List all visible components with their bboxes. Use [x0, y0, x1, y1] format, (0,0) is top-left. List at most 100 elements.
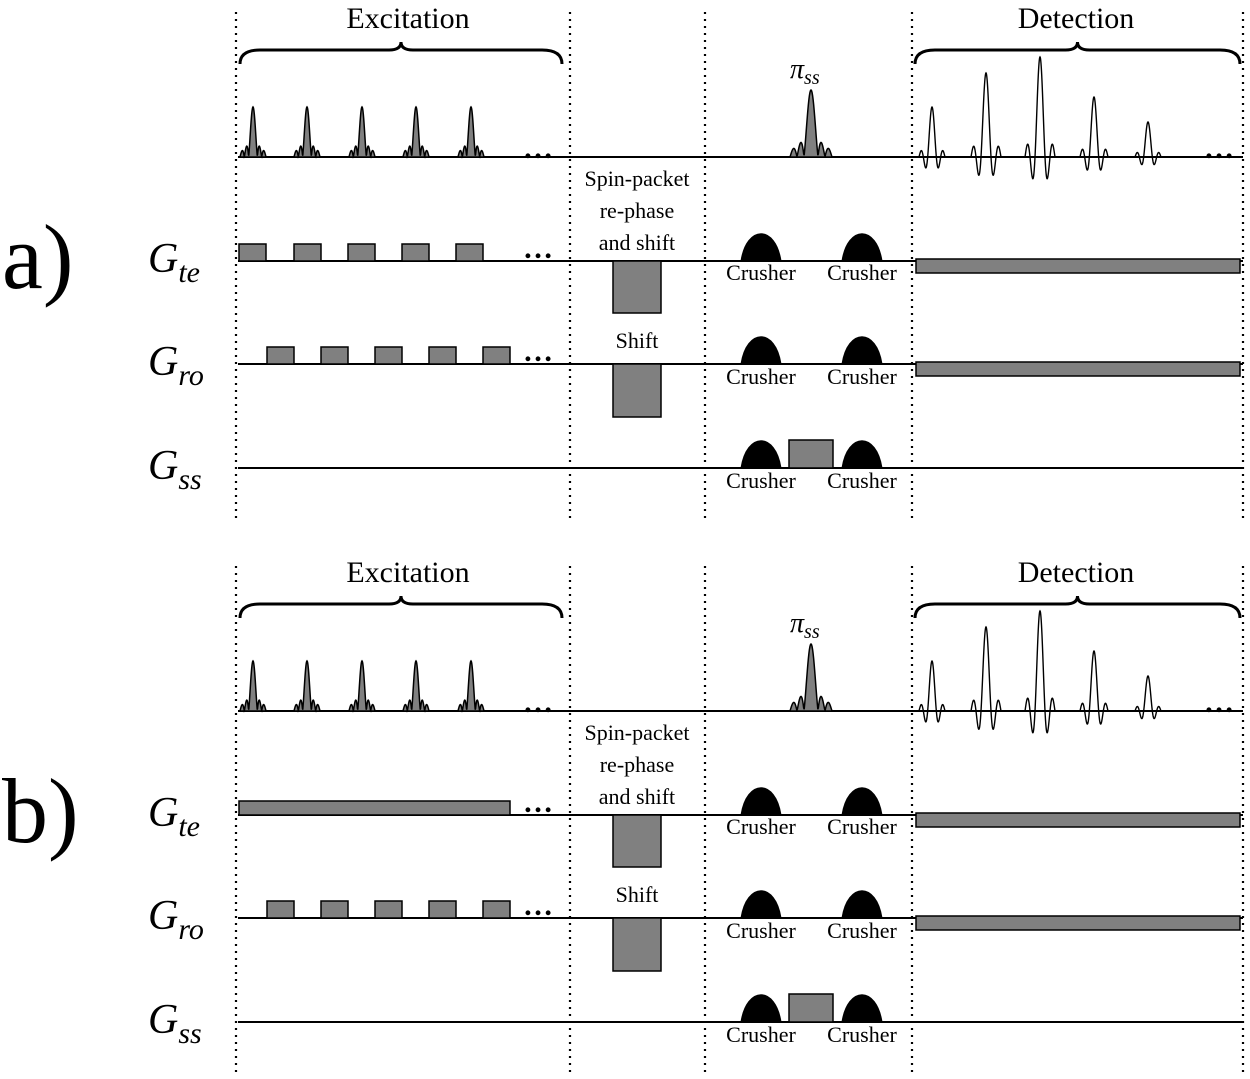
ellipsis: … — [523, 686, 553, 719]
gradient-blip — [238, 243, 267, 262]
spin-packet-line-1: Spin-packet — [584, 720, 689, 745]
gradient-blip — [320, 346, 349, 365]
panel-label: a) — [2, 206, 73, 308]
shift-label: Shift — [616, 328, 659, 353]
excitation-title: Excitation — [346, 2, 469, 35]
readout-gradient-ro — [915, 915, 1241, 931]
brace — [238, 41, 564, 65]
gradient-ro-label: Gro — [148, 339, 204, 392]
gradient-ss-label: Gss — [148, 997, 202, 1050]
echo-signal — [1079, 95, 1109, 171]
rf-pulse — [457, 659, 485, 713]
crusher-label: Crusher — [726, 1022, 796, 1047]
gradient-blip — [455, 243, 484, 262]
detection-title: Detection — [1018, 556, 1135, 589]
echo-signal — [970, 71, 1002, 176]
gradient-blip — [374, 346, 403, 365]
rf-pulse — [457, 105, 485, 159]
detection-title: Detection — [1018, 2, 1135, 35]
spin-packet-line-2: re-phase — [600, 198, 675, 223]
crusher-lobe — [740, 440, 782, 469]
slice-select-lobe — [788, 439, 834, 469]
sequence-graphics — [234, 566, 1245, 1074]
gradient-subscript: ss — [178, 463, 201, 496]
crusher-lobe — [841, 233, 883, 262]
echo-signal — [1024, 55, 1056, 180]
gradient-blip — [401, 243, 430, 262]
rephase-lobe — [612, 260, 662, 314]
pi-subscript: ss — [804, 67, 820, 89]
echo-signal — [918, 106, 946, 169]
gradient-ro-label: Gro — [148, 893, 204, 946]
brace — [913, 595, 1242, 619]
crusher-label: Crusher — [726, 468, 796, 493]
gradient-subscript: te — [178, 810, 200, 843]
crusher-label: Crusher — [726, 814, 796, 839]
pi-symbol: π — [790, 54, 805, 85]
crusher-lobe — [740, 994, 782, 1023]
crusher-lobe — [740, 336, 782, 365]
readout-gradient-te — [915, 258, 1241, 274]
pi-pulse-label: πss — [790, 608, 820, 643]
panel-label: b) — [2, 760, 79, 862]
panel-b: b) Excitation Detection πss Spin-packet … — [2, 556, 1245, 1074]
spin-packet-line-3: and shift — [599, 230, 675, 255]
excitation-title: Excitation — [346, 556, 469, 589]
gradient-symbol: G — [148, 893, 178, 939]
rephase-lobe — [612, 814, 662, 868]
ellipsis: … — [1204, 132, 1234, 165]
echo-signal — [970, 625, 1002, 730]
gradient-subscript: ro — [178, 913, 204, 946]
brace — [238, 595, 564, 619]
gradient-symbol: G — [148, 790, 178, 836]
readout-gradient-ro — [915, 361, 1241, 377]
rf-pulse — [788, 642, 834, 713]
echo-signal — [1079, 649, 1109, 725]
crusher-lobe — [740, 787, 782, 816]
crusher-label: Crusher — [827, 468, 897, 493]
crusher-lobe — [740, 233, 782, 262]
rf-pulse — [402, 659, 430, 713]
gradient-blip — [482, 900, 511, 919]
echo-signal — [918, 660, 946, 723]
rf-pulse — [239, 105, 267, 159]
rf-pulse — [293, 105, 321, 159]
rf-pulse — [788, 88, 834, 159]
shift-lobe — [612, 917, 662, 972]
gradient-subscript: ro — [178, 359, 204, 392]
ellipsis: … — [523, 232, 553, 265]
pi-pulse-label: πss — [790, 54, 820, 89]
crusher-label: Crusher — [726, 364, 796, 389]
gradient-blip — [320, 900, 349, 919]
crusher-label: Crusher — [827, 260, 897, 285]
crusher-label: Crusher — [827, 1022, 897, 1047]
gradient-blip — [266, 900, 295, 919]
gradient-blip — [293, 243, 322, 262]
crusher-label: Crusher — [827, 814, 897, 839]
slice-select-lobe — [788, 993, 834, 1023]
gradient-blip — [374, 900, 403, 919]
readout-gradient-te — [915, 812, 1241, 828]
rf-pulse — [402, 105, 430, 159]
panel-a: a) Excitation Detection πss Spin-packet … — [2, 2, 1245, 520]
pi-subscript: ss — [804, 621, 820, 643]
gradient-symbol: G — [148, 236, 178, 282]
crusher-label: Crusher — [827, 364, 897, 389]
rf-pulse — [293, 659, 321, 713]
gradient-ss-label: Gss — [148, 443, 202, 496]
crusher-label: Crusher — [726, 260, 796, 285]
ellipsis: … — [523, 132, 553, 165]
crusher-lobe — [841, 440, 883, 469]
ellipsis: … — [523, 786, 553, 819]
crusher-label: Crusher — [726, 918, 796, 943]
gradient-blip — [428, 346, 457, 365]
gradient-symbol: G — [148, 997, 178, 1043]
ellipsis: … — [523, 335, 553, 368]
crusher-lobe — [740, 890, 782, 919]
gradient-plateau — [238, 800, 511, 816]
gradient-symbol: G — [148, 339, 178, 385]
gradient-blip — [428, 900, 457, 919]
spin-packet-line-3: and shift — [599, 784, 675, 809]
pi-symbol: π — [790, 608, 805, 639]
